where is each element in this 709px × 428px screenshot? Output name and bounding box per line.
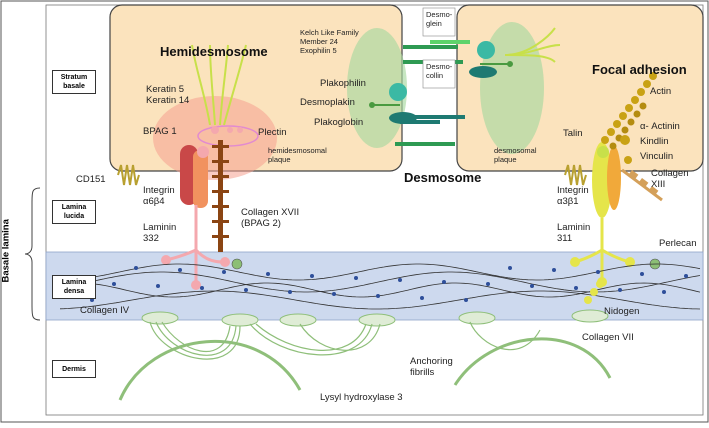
label-alpha-actinin: α- Actinin [640,121,680,132]
label-collagen-iv: Collagen IV [80,305,130,316]
cd151-coil-right [564,164,587,186]
title-focal-adhesion: Focal adhesion [592,62,687,77]
collagen-iv-node [574,286,578,290]
collagen-iv-node [398,278,402,282]
laminin-332 [165,205,223,285]
hemidesmosome-glow [153,96,277,180]
collagen-iv-node [244,288,248,292]
collagen-iv-node [442,280,446,284]
label-plakoglobin: Plakoglobin [314,117,364,128]
label-bpag1: BPAG 1 [143,126,177,137]
collagen-iv-node [508,266,512,270]
actin-filament [601,72,657,144]
label-nidogen: Nidogen [604,306,640,317]
collagen-vii-arcs [118,337,612,401]
basale-lamina-label: Basale lamina [0,219,12,283]
collagen-iv-node [486,282,490,286]
anchoring-plaques [141,309,609,327]
actin-filament-2 [609,102,647,150]
collagen-iv-node [112,282,116,286]
label-desmosomal-plaque: desmosomal plaque [494,146,537,164]
collagen-iv-node [332,292,336,296]
collagen-xiii [621,168,663,202]
title-desmosome: Desmosome [404,170,482,185]
plakoglobin-left [389,112,417,124]
label-collagen-xvii: Collagen XVII (BPAG 2) [241,207,300,229]
talin-molecule [597,146,609,158]
collagen-iv-node [200,286,204,290]
label-kelch: Kelch Like Family Member 24 Exophilin 5 [300,28,359,55]
basale-lamina-bracket [24,187,41,321]
collagen-iv-node [90,298,94,302]
label-laminin-332: Laminin 332 [143,222,177,244]
title-hemidesmosome: Hemidesmosome [160,44,268,59]
label-desmocollin: Desmo- collin [426,62,453,80]
label-collagen-xiii: Collagen XIII [651,168,689,190]
collagen-iv-node [134,266,138,270]
keratin-filaments [191,44,247,126]
collagen-iv-dots [68,266,688,302]
plakoglobin-right [469,66,497,78]
integrin-a3b1-molecule [592,142,612,218]
collagen-iv-node [618,288,622,292]
label-desmoglein: Desmo- glein [426,10,453,28]
label-desmoplakin: Desmoplakin [300,97,355,108]
plakophilin-left [389,83,407,101]
integrin-a6b4-molecule [193,150,208,208]
label-cd151: CD151 [76,174,106,185]
collagen-xvii [212,140,229,252]
alpha-actinin-molecule [620,135,630,145]
collagen-iv-node [376,294,380,298]
label-vinculin: Vinculin [640,151,674,162]
label-actin: Actin [650,86,672,97]
desmoglein-box [422,7,456,37]
cd151-coil [117,164,140,186]
collagen-iv-strand [59,263,701,281]
label-perlecan: Perlecan [659,238,697,249]
label-integrin-a6b4: Integrin α6β4 [143,185,175,207]
label-plectin: Plectin [258,127,287,138]
label-anchoring-fibrils: Anchoring fibrills [410,356,453,378]
region-stratum-basale: Stratum basale [52,70,96,94]
label-plakophilin: Plakophilin [320,78,366,89]
label-lysyl-hydroxylase: Lysyl hydroxylase 3 [320,392,403,403]
vinculin-molecule [607,146,621,210]
region-lamina-densa: Lamina densa [52,275,96,299]
region-lamina-lucida: Lamina lucida [52,200,96,224]
collagen-iv-node [640,272,644,276]
label-laminin-311: Laminin 311 [557,222,591,244]
label-talin: Talin [563,128,583,139]
plectin-node [211,126,219,134]
collagen-iv-node [530,284,534,288]
kindlin-molecule [624,156,632,164]
collagen-iv-node [464,298,468,302]
label-integrin-a3b1: Integrin α3β1 [557,185,589,207]
collagen-iv-node [420,296,424,300]
collagen-iv-node [178,268,182,272]
collagen-iv-node [222,270,226,274]
region-dermis: Dermis [52,360,96,378]
collagen-iv-node [684,274,688,278]
label-kindlin: Kindlin [640,136,669,147]
label-hemidesmosomal-plaque: hemidesmosomal plaque [268,146,327,164]
collagen-iv-node [156,284,160,288]
plakophilin-right [477,41,495,59]
collagen-iv-node [310,274,314,278]
lamina-densa-band [45,251,704,321]
collagen-iv-node [552,268,556,272]
label-collagen-vii: Collagen VII [582,332,634,343]
keratin-desmosome-right [504,27,561,63]
desmocollin-box [422,59,456,89]
nidogen [584,280,604,304]
collagen-iv-node [662,290,666,294]
collagen-iv-node [266,272,270,276]
collagen-iv-node [354,276,358,280]
collagen-iv-node [288,290,292,294]
collagen-iv-node [596,270,600,274]
label-keratin: Keratin 5 Keratin 14 [146,84,190,106]
